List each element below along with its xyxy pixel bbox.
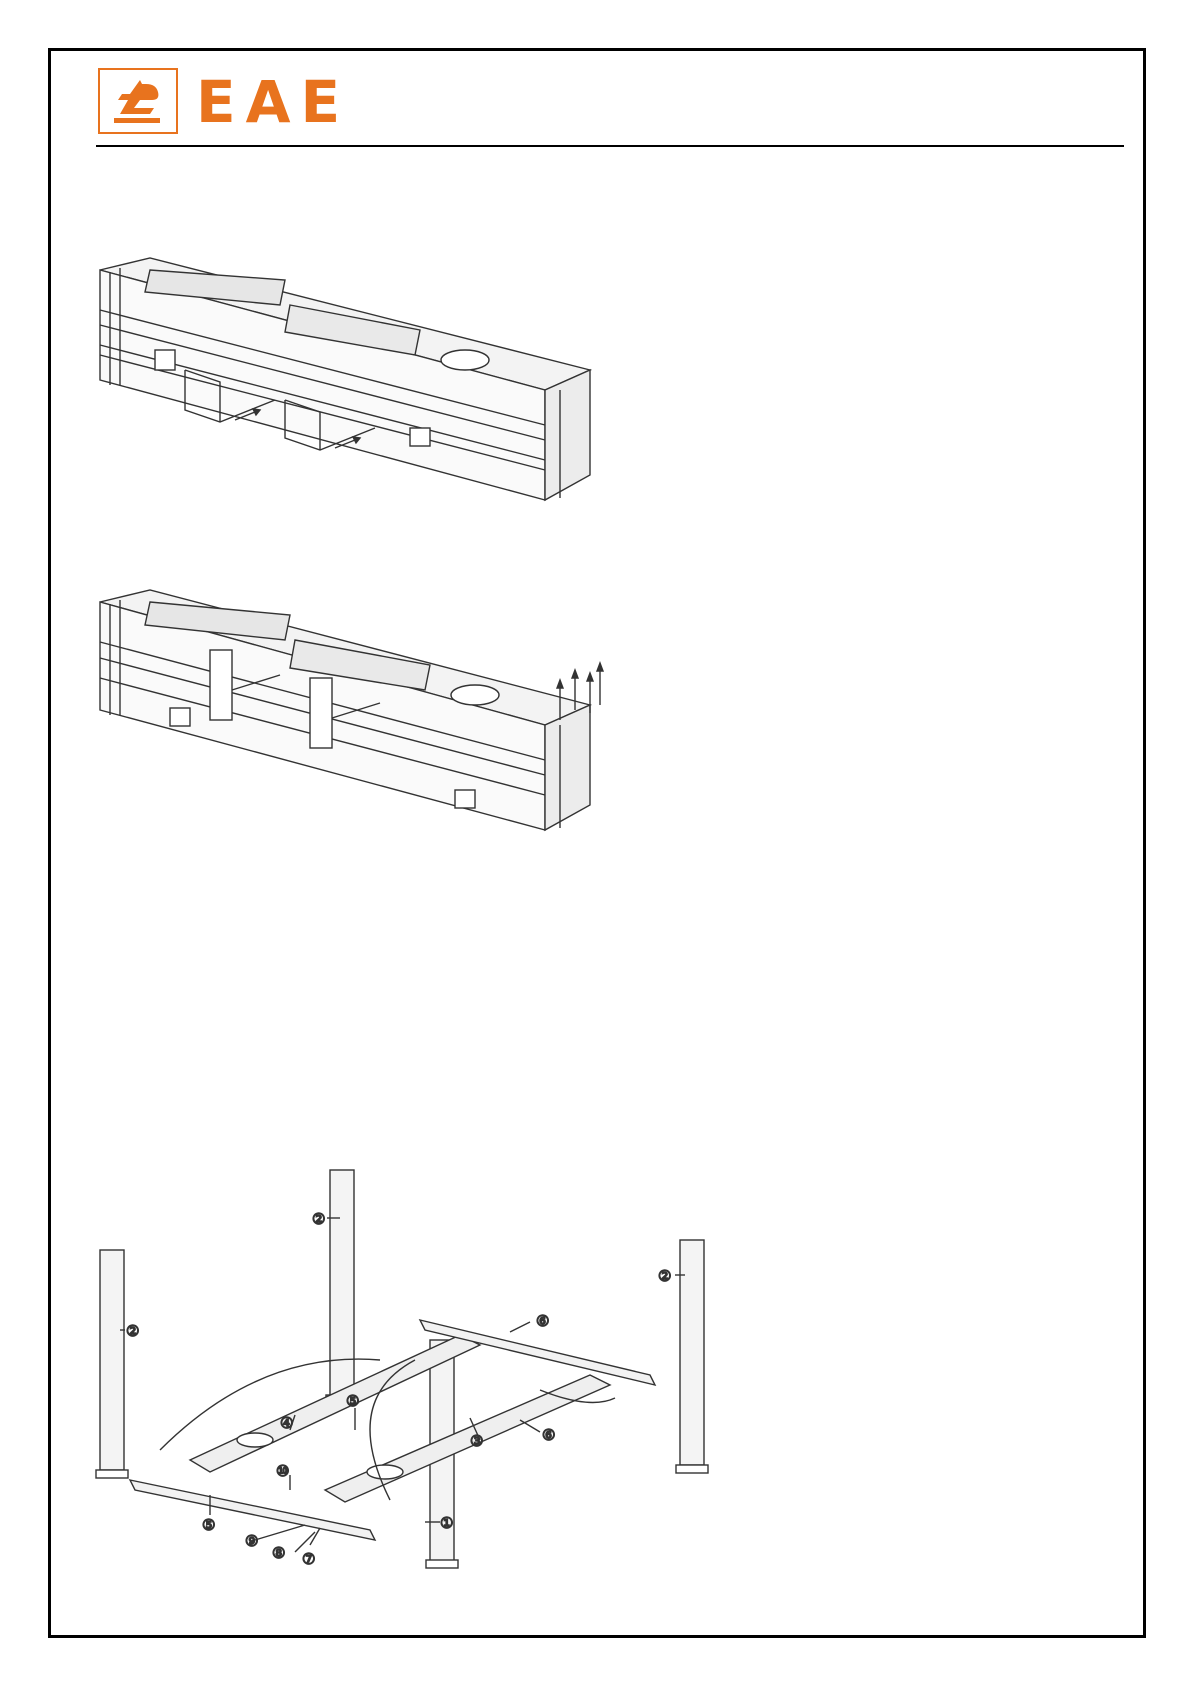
brand-logo-text: EAE [196,72,350,132]
callout-6-upper: ⑥ [536,1312,549,1330]
callout-9: ⑨ [245,1532,258,1550]
figure-assembly-exploded: ① ② ② ② ③ ④ ⑤ ⑤ ⑥ ⑥ ⑦ ⑧ ⑨ ⑩ [90,1150,730,1570]
callout-2-right: ② [658,1267,671,1285]
callout-2-back-middle: ② [312,1210,325,1228]
callout-5-lower: ⑤ [202,1516,215,1534]
callout-5-upper: ⑤ [346,1392,359,1410]
header-divider [96,145,1124,147]
callout-1: ① [440,1514,453,1532]
callout-10: ⑩ [276,1462,289,1480]
brand-logo-icon [98,68,178,134]
post-back-middle [326,1170,358,1403]
callout-4: ④ [280,1414,293,1432]
figure-crate-bolts [90,580,620,840]
callout-3: ③ [470,1432,483,1450]
callout-8: ⑧ [272,1544,285,1562]
callout-6-lower: ⑥ [542,1426,555,1444]
post-back-left [96,1250,128,1478]
figure-forklift-lifting [90,250,610,510]
callout-2-back-left: ② [126,1322,139,1340]
callout-7: ⑦ [302,1550,315,1568]
